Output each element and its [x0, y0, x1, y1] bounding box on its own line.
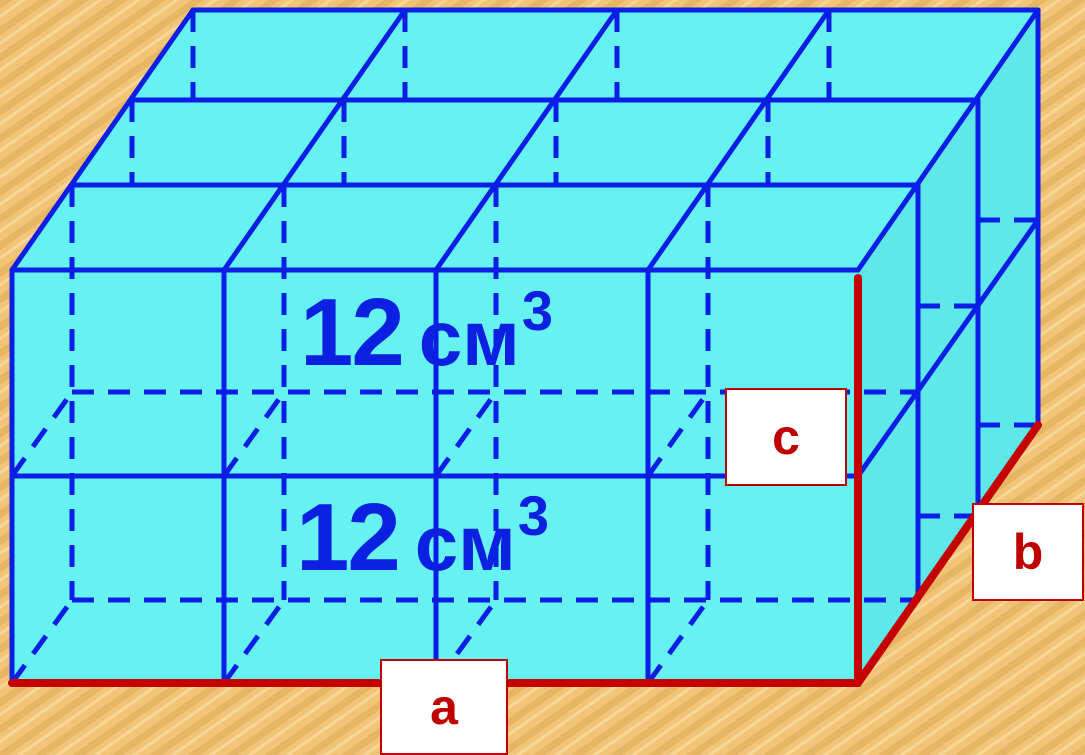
volume-unit-top: см3 — [418, 279, 553, 382]
visible-edges — [9, 7, 1041, 686]
volume-number-bottom: 12 — [296, 484, 401, 591]
volume-exponent-bottom: 3 — [517, 484, 550, 547]
volume-unit-text-top: см — [418, 294, 520, 382]
volume-unit-bottom: см3 — [414, 484, 549, 587]
label-a: a — [380, 659, 508, 755]
volume-exponent-top: 3 — [521, 279, 554, 342]
edge-b — [854, 421, 1042, 687]
hidden-edges — [9, 10, 1038, 685]
volume-number-top: 12 — [300, 279, 405, 386]
volume-unit-text-bottom: см — [414, 499, 516, 587]
label-c: c — [725, 388, 847, 486]
label-b: b — [972, 503, 1084, 601]
